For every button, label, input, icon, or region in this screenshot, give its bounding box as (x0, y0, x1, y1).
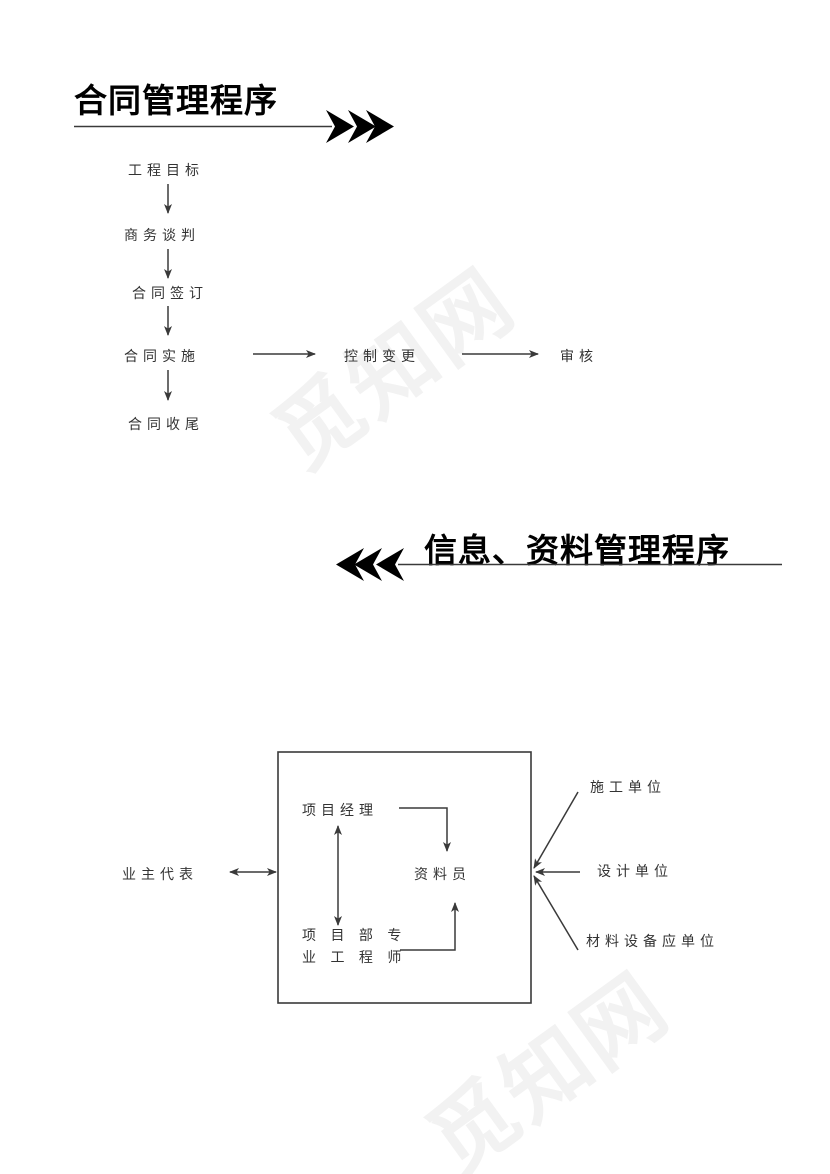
chevron-right-group (326, 110, 394, 143)
node-project-engineer-line2: 业 工 程 师 (302, 950, 407, 966)
node-archivist: 资料员 (414, 867, 471, 883)
chevron-left-group (336, 548, 404, 581)
node-owner-representative: 业主代表 (122, 867, 198, 883)
node-construction-unit: 施工单位 (590, 780, 666, 796)
node-contract-execution: 合同实施 (124, 349, 200, 365)
node-project-engineer: 项 目 部 专 业 工 程 师 (302, 925, 406, 969)
node-material-equipment-unit: 材料设备应单位 (586, 934, 719, 950)
node-project-manager: 项目经理 (302, 803, 378, 819)
node-design-unit: 设计单位 (597, 864, 673, 880)
watermark-bottom: 觅知网 (410, 954, 688, 1174)
node-review: 审核 (560, 349, 598, 365)
node-business-negotiation: 商务谈判 (124, 228, 200, 244)
contract-section-title: 合同管理程序 (74, 81, 278, 120)
node-project-engineer-line1: 项 目 部 专 (302, 928, 407, 944)
node-change-control: 控制变更 (344, 349, 420, 365)
node-contract-closeout: 合同收尾 (128, 417, 204, 433)
node-engineering-goal: 工程目标 (128, 163, 204, 179)
information-section-title: 信息、资料管理程序 (424, 531, 730, 570)
node-contract-signing: 合同签订 (132, 286, 208, 302)
